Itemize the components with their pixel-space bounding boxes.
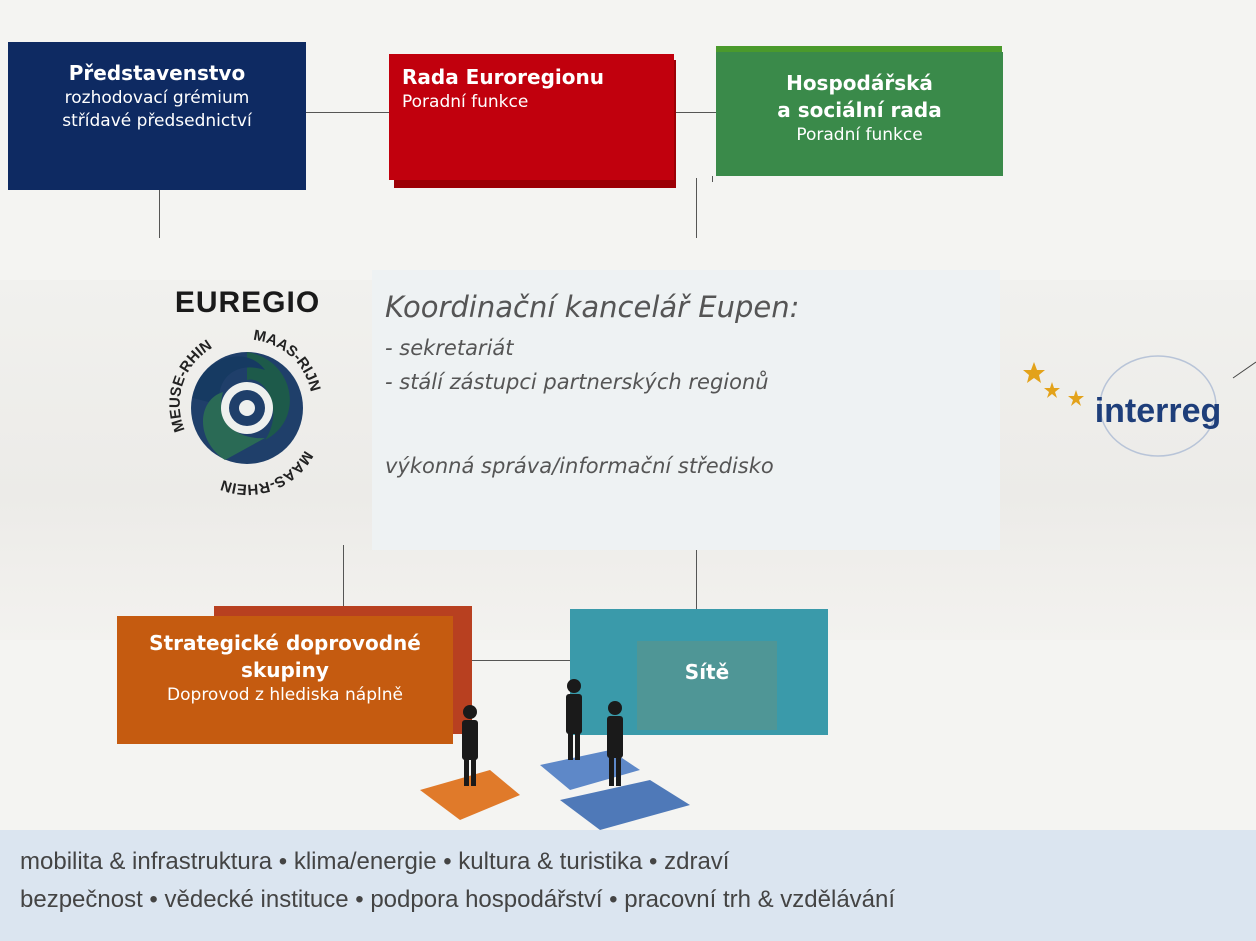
- topics-row-2: bezpečnost • vědecké instituce • podpora…: [20, 886, 896, 913]
- strategic-title-line2: skupiny: [241, 658, 329, 682]
- strategic-subtitle: Doprovod z hlediska náplně: [167, 685, 403, 705]
- topics-band: mobilita & infrastruktura • klima/energi…: [0, 830, 1256, 941]
- connector-left-down: [343, 545, 344, 607]
- coordination-item-secretariat: - sekretariát: [385, 336, 514, 360]
- interreg-logo: interreg: [1018, 330, 1256, 480]
- economic-title-line2: a sociální rada: [777, 98, 942, 122]
- council-box: Rada Euroregionu Poradní funkce: [389, 54, 674, 180]
- connector-council-down: [696, 178, 697, 238]
- strategic-box: Strategické doprovodné skupiny Doprovod …: [117, 616, 453, 744]
- economic-subtitle: Poradní funkce: [796, 125, 923, 145]
- blue-puzzle-piece-2-icon: [560, 780, 690, 830]
- people-silhouettes-icon: [462, 679, 623, 786]
- euregio-swirl-icon: MEUSE-RHIN MAAS-RIJN MAAS-RHEIN: [167, 327, 324, 498]
- board-line2: střídavé předsednictví: [62, 111, 252, 131]
- networks-box: Sítě: [637, 641, 777, 730]
- blue-puzzle-piece-icon: [540, 750, 640, 790]
- economic-box: Hospodářská a sociální rada Poradní funk…: [716, 52, 1003, 176]
- board-box: Představenstvo rozhodovací grémium stříd…: [8, 42, 306, 190]
- connector-econ-up: [712, 176, 713, 182]
- interreg-emblem-icon: interreg: [1023, 355, 1256, 457]
- economic-title-line1: Hospodářská: [786, 71, 933, 95]
- topics-row-1: mobilita & infrastruktura • klima/energi…: [20, 848, 730, 875]
- coordination-item-representatives: - stálí zástupci partnerských regionů: [385, 370, 769, 394]
- connector-council-econ: [676, 112, 716, 113]
- puzzle-people-illustration: [420, 679, 690, 830]
- connector-board-council: [306, 112, 390, 113]
- board-title: Představenstvo: [68, 61, 246, 85]
- connector-board-down: [159, 190, 160, 238]
- connector-strat-net: [472, 660, 570, 661]
- coordination-footer: výkonná správa/informační středisko: [385, 454, 774, 478]
- networks-title: Sítě: [684, 660, 730, 684]
- euregio-logo-title: EUREGIO: [174, 286, 321, 319]
- board-line1: rozhodovací grémium: [64, 88, 250, 108]
- council-subtitle: Poradní funkce: [402, 92, 529, 112]
- orange-puzzle-piece-icon: [420, 770, 520, 820]
- coordination-title: Koordinační kancelář Eupen:: [385, 290, 800, 324]
- interreg-text: interreg: [1095, 392, 1222, 430]
- strategic-title-line1: Strategické doprovodné: [149, 631, 421, 655]
- coordination-panel: Koordinační kancelář Eupen: - sekretariá…: [372, 270, 1000, 550]
- connector-right-down: [696, 545, 697, 611]
- euregio-logo: EUREGIO MEUSE-RHIN MAAS-RIJN MAAS-RHEIN: [135, 280, 360, 505]
- council-title: Rada Euroregionu: [402, 65, 604, 89]
